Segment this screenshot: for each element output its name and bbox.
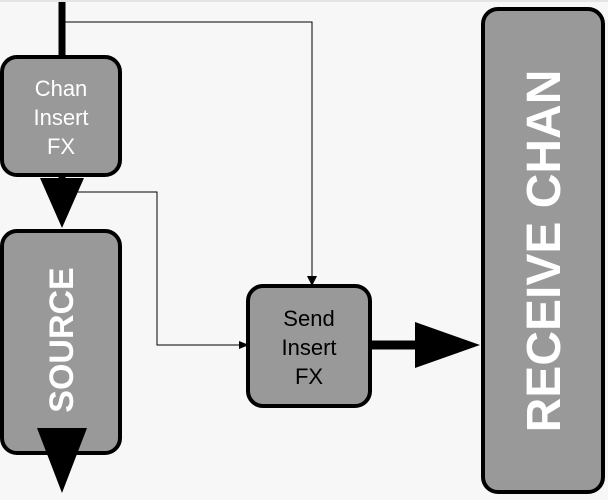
send-post-fx-arrowhead xyxy=(239,341,249,349)
receive-chan-label: RECEIVE CHAN xyxy=(518,70,571,433)
send-insert-fx-line-2: Insert xyxy=(281,335,336,360)
chan-insert-fx-node: Chan Insert FX xyxy=(0,55,122,177)
send-insert-fx-node: Send Insert FX xyxy=(246,284,372,408)
send-insert-fx-line-1: Send xyxy=(283,306,334,331)
chan-insert-fx-line-1: Chan xyxy=(35,76,88,101)
receive-chan-box xyxy=(481,7,605,494)
send-to-receive-arrowhead xyxy=(415,322,480,368)
send-pre-fx-connector xyxy=(62,21,313,280)
send-pre-fx-arrowhead xyxy=(307,276,317,286)
chan-to-source-arrowhead xyxy=(40,178,84,228)
source-label: SOURCE xyxy=(43,267,81,412)
send-post-fx-connector xyxy=(62,191,242,346)
send-insert-fx-line-3: FX xyxy=(295,364,323,389)
source-output-arrowhead xyxy=(37,428,87,493)
receive-chan-node: RECEIVE CHAN xyxy=(481,7,605,494)
source-node: SOURCE xyxy=(0,229,122,455)
chan-insert-fx-line-3: FX xyxy=(47,134,75,159)
chan-insert-fx-line-2: Insert xyxy=(33,105,88,130)
